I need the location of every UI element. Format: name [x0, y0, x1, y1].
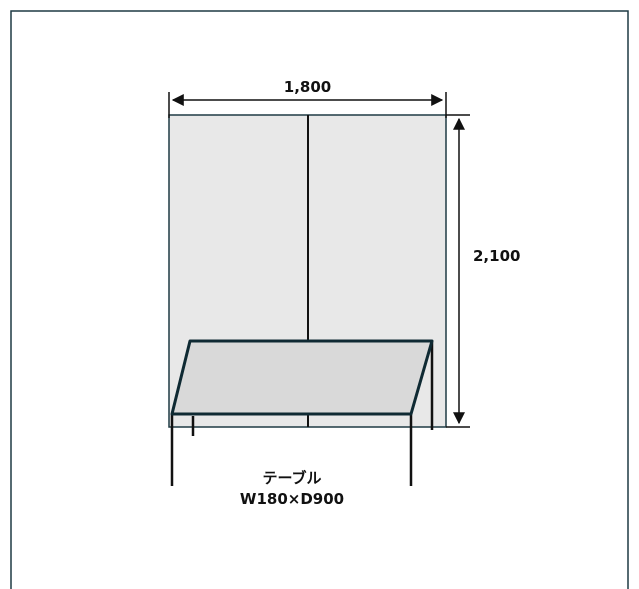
table-size-label: W180×D900: [240, 490, 344, 508]
table-name-label: テーブル: [262, 469, 321, 487]
outer-frame: [10, 10, 629, 589]
height-dimension-label: 2,100: [473, 247, 520, 265]
width-dimension-label: 1,800: [284, 78, 331, 96]
table-top: [170, 339, 434, 416]
